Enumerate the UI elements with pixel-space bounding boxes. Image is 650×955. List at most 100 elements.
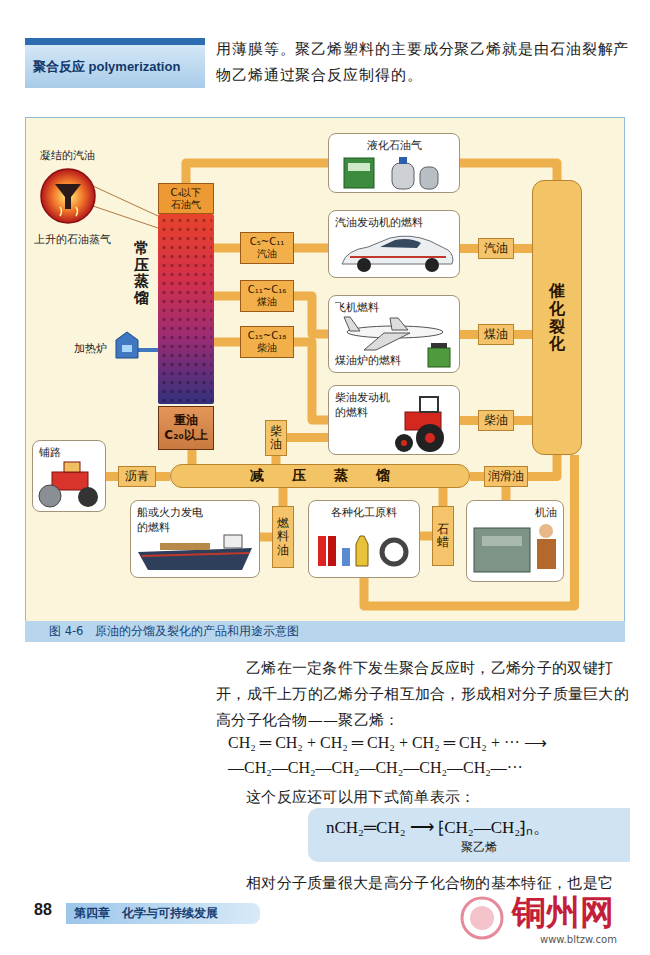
cargo-ship <box>138 548 252 570</box>
chemical-products <box>356 536 368 566</box>
gas-cylinders <box>348 163 370 171</box>
pipe-connector <box>514 244 532 253</box>
residue-box: 重油C₂₀以上 <box>158 406 214 450</box>
body-text: 乙烯在一定条件下发生聚合反应时，乙烯分子的双键打开，成千上万的乙烯分子相互加合，… <box>216 655 636 733</box>
label-holder: 乙烯在一定条件下发生聚合反应时，乙烯分子的双键打开，成千上万的乙烯分子相互加合，… <box>216 655 636 733</box>
pipe-connector <box>156 472 170 481</box>
node-text: 煤油炉的燃料 <box>335 353 401 368</box>
product-panel: 船或火力发电的燃料 <box>130 500 260 578</box>
node-text: 催化裂化 <box>549 282 565 352</box>
label-holder: 加热炉 <box>74 341 107 356</box>
tower-trays <box>160 216 212 402</box>
node-text: 液化石油气 <box>367 138 422 153</box>
label-holder: 铜州网 <box>512 895 614 929</box>
body-text: 用薄膜等。聚乙烯塑料的主要成分聚乙烯就是由石油裂解产物乙烯通过聚合反应制得的。 <box>216 36 636 88</box>
label-holder: 这个反应还可以用下式简单表示： <box>216 784 636 810</box>
tractor <box>416 424 444 452</box>
inset-magnifier <box>60 207 78 216</box>
pipe-connector <box>279 488 288 506</box>
product-panel: 液化石油气 <box>328 133 460 193</box>
race-car <box>357 258 371 272</box>
node-text: 重油 <box>174 413 198 428</box>
inset-magnifier <box>41 169 95 223</box>
tractor <box>425 433 435 443</box>
node-text: 聚合反应 polymerization <box>33 58 180 76</box>
pipe-label: 柴油 <box>478 410 514 431</box>
mechanic <box>474 528 530 572</box>
fraction-box: C₁₅~C₁₈柴油 <box>240 326 294 358</box>
node-text: 飞机燃料 <box>335 300 379 315</box>
pipe-connector <box>514 330 532 339</box>
body-text: 相对分子质量很大是高分子化合物的基本特征，也是它 <box>216 870 613 896</box>
cargo-ship <box>138 535 252 570</box>
pipe-connector <box>460 416 478 425</box>
pipe-label: 汽油 <box>478 238 514 259</box>
inset-magnifier <box>93 206 158 228</box>
cargo-ship <box>142 553 249 556</box>
mechanic <box>474 524 556 572</box>
race-car <box>425 258 439 272</box>
tractor <box>395 397 444 452</box>
node-text: 柴油发动机的燃料 <box>335 390 397 420</box>
node-text: 柴油 <box>484 412 508 429</box>
tower-trays <box>160 216 212 402</box>
node-text: 煤油 <box>257 296 277 308</box>
chemical-products <box>342 548 350 566</box>
product-panel: 机油 <box>466 500 564 582</box>
furnace-icon <box>136 348 158 352</box>
pipe-connector <box>188 450 197 464</box>
pipe-connector <box>514 416 532 425</box>
pipe-connector <box>214 338 240 347</box>
page-number: 88 <box>34 901 52 919</box>
kerosene-stove <box>428 348 450 367</box>
chemical-products <box>382 540 406 564</box>
pipe-connector <box>460 163 557 180</box>
pipe-connector <box>460 330 478 339</box>
pipe-connector <box>420 532 432 541</box>
process-band: 催化裂化 <box>532 180 582 455</box>
furnace-icon <box>122 345 132 352</box>
road-roller <box>39 485 61 507</box>
node-text: 柴油 <box>270 425 282 451</box>
furnace-icon <box>116 332 138 358</box>
column-body <box>158 214 214 404</box>
chemical-products <box>318 536 406 566</box>
furnace-icon <box>116 332 158 358</box>
road-roller <box>52 472 88 490</box>
node-text: C₄以下 <box>171 187 202 199</box>
pipe-connector <box>439 488 448 506</box>
node-text: nCH₂═CH₂ ⟶ ⁅CH₂—CH₂⁆ₙ。 <box>326 815 550 839</box>
figure-label: 凝结的汽油 <box>40 148 95 163</box>
gas-cylinders <box>392 163 414 189</box>
node-text: 石油气 <box>171 199 201 211</box>
mechanic <box>539 524 553 538</box>
pipe-connector <box>470 472 484 481</box>
airplane <box>347 326 443 338</box>
node-text: 第四章 化学与可持续发展 <box>74 905 218 922</box>
race-car <box>380 239 421 248</box>
node-text: 石蜡 <box>437 523 449 549</box>
body-text: 这个反应还可以用下式简单表示： <box>216 784 476 810</box>
pipe-connector <box>294 244 328 253</box>
node-text: 铺路 <box>39 445 61 460</box>
gas-cylinders <box>420 167 438 189</box>
mechanic <box>482 536 522 546</box>
fraction-box: C₁₁~C₁₆煤油 <box>240 280 294 312</box>
caption-bar: 图 4-6 原油的分馏及裂化的产品和用途示意图 <box>25 621 625 642</box>
product-panel: 铺路 <box>32 440 106 512</box>
node-text: 汽油 <box>257 248 277 260</box>
pipe-label: 石蜡 <box>432 506 454 566</box>
figure-caption: 图 4-6 原油的分馏及裂化的产品和用途示意图 <box>49 621 299 642</box>
chapter-band: 第四章 化学与可持续发展 <box>66 903 260 924</box>
tractor <box>395 434 413 452</box>
figure-label: 加热炉 <box>74 341 107 356</box>
inset-magnifier <box>93 186 158 216</box>
pipe-label: 润滑油 <box>484 466 528 487</box>
airplane <box>390 318 408 330</box>
equation: CH₂ ═ CH₂ + CH₂ ═ CH₂ + CH₂ ═ CH₂ + ··· … <box>228 733 547 752</box>
product-panel: 柴油发动机的燃料 <box>328 385 460 455</box>
kerosene-stove <box>428 343 450 367</box>
equation-box: nCH₂═CH₂ ⟶ ⁅CH₂—CH₂⁆ₙ。聚乙烯 <box>308 808 630 862</box>
pipe-connector <box>106 472 118 481</box>
node-text: 各种化工原料 <box>331 505 397 520</box>
